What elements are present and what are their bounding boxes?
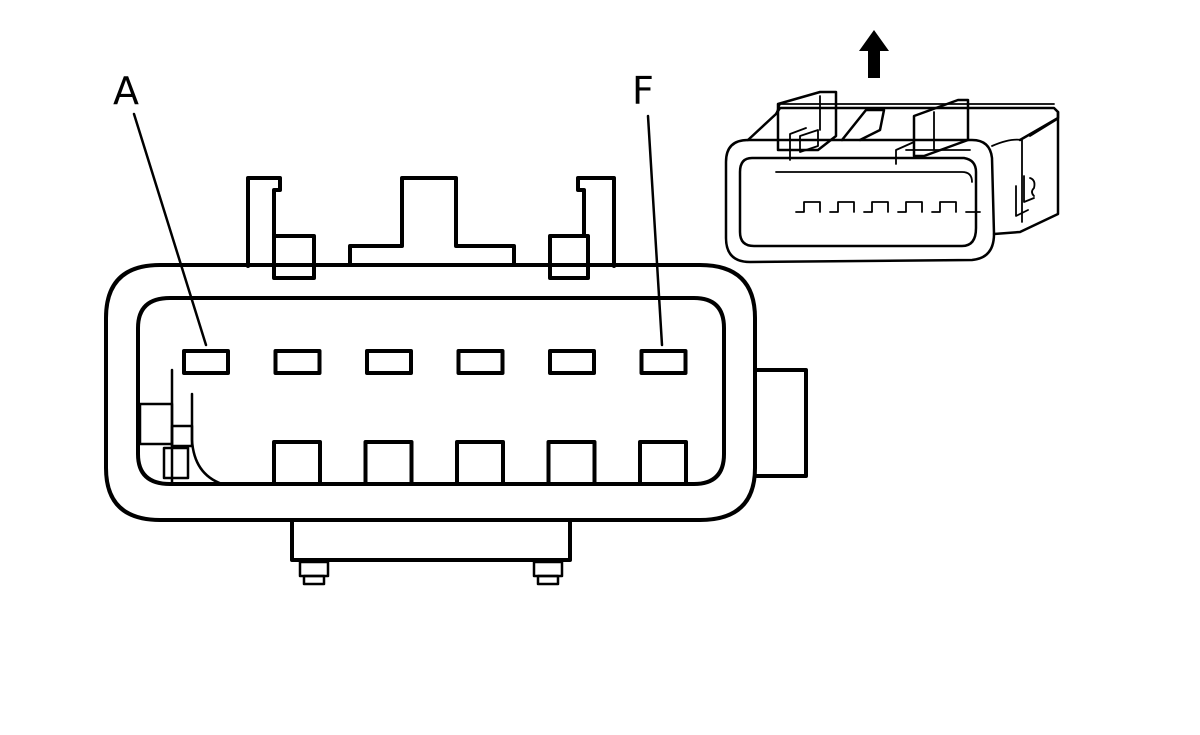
lower-pin-cavity bbox=[455, 440, 505, 485]
right-latch-tab bbox=[576, 176, 616, 268]
center-key bbox=[348, 176, 516, 266]
upper-pin-cavity bbox=[182, 349, 230, 375]
callout-leader-a bbox=[132, 112, 208, 347]
pin-label-f: F bbox=[632, 69, 654, 113]
housing-outer bbox=[104, 263, 757, 522]
iso-front-inner bbox=[738, 156, 978, 248]
left-latch-block bbox=[272, 234, 316, 280]
iso-center-ramp bbox=[840, 108, 886, 142]
iso-pin-cavity bbox=[829, 201, 855, 213]
bottom-peg-right bbox=[532, 560, 564, 586]
iso-pin-cavity bbox=[931, 201, 957, 213]
iso-pin-cavity bbox=[897, 201, 923, 213]
iso-side-face bbox=[992, 110, 1060, 236]
bottom-rail bbox=[290, 518, 572, 562]
iso-pin-cavity bbox=[863, 201, 889, 213]
upper-pin-row bbox=[182, 349, 688, 375]
upper-pin-cavity bbox=[273, 349, 322, 375]
lower-pin-cavity bbox=[546, 440, 597, 485]
callout-leader-f bbox=[646, 114, 664, 347]
side-tab bbox=[755, 368, 808, 478]
lower-pin-row bbox=[272, 440, 688, 485]
iso-pin-cavity bbox=[795, 201, 821, 213]
upper-pin-cavity bbox=[639, 349, 688, 375]
direction-arrow-icon bbox=[859, 30, 889, 78]
iso-left-latch bbox=[776, 90, 838, 152]
lower-pin-cavity bbox=[272, 440, 322, 485]
right-latch-block bbox=[548, 234, 590, 280]
polarization-key bbox=[138, 368, 224, 486]
housing-inner-cavity bbox=[136, 296, 726, 486]
upper-pin-cavity bbox=[365, 349, 413, 375]
connector-face-view: A F bbox=[104, 69, 808, 586]
connector-isometric-view bbox=[724, 30, 1060, 264]
iso-right-latch bbox=[912, 98, 970, 158]
upper-pin-cavity bbox=[456, 349, 505, 375]
pin-label-a: A bbox=[113, 69, 139, 113]
lower-pin-cavity bbox=[638, 440, 688, 485]
iso-pin-row bbox=[795, 201, 981, 213]
left-latch-tab bbox=[246, 176, 282, 268]
bottom-peg-left bbox=[298, 560, 330, 586]
iso-front-face bbox=[724, 138, 996, 264]
iso-top-surface bbox=[746, 106, 1060, 142]
upper-pin-cavity bbox=[548, 349, 596, 375]
lower-pin-cavity bbox=[363, 440, 414, 485]
